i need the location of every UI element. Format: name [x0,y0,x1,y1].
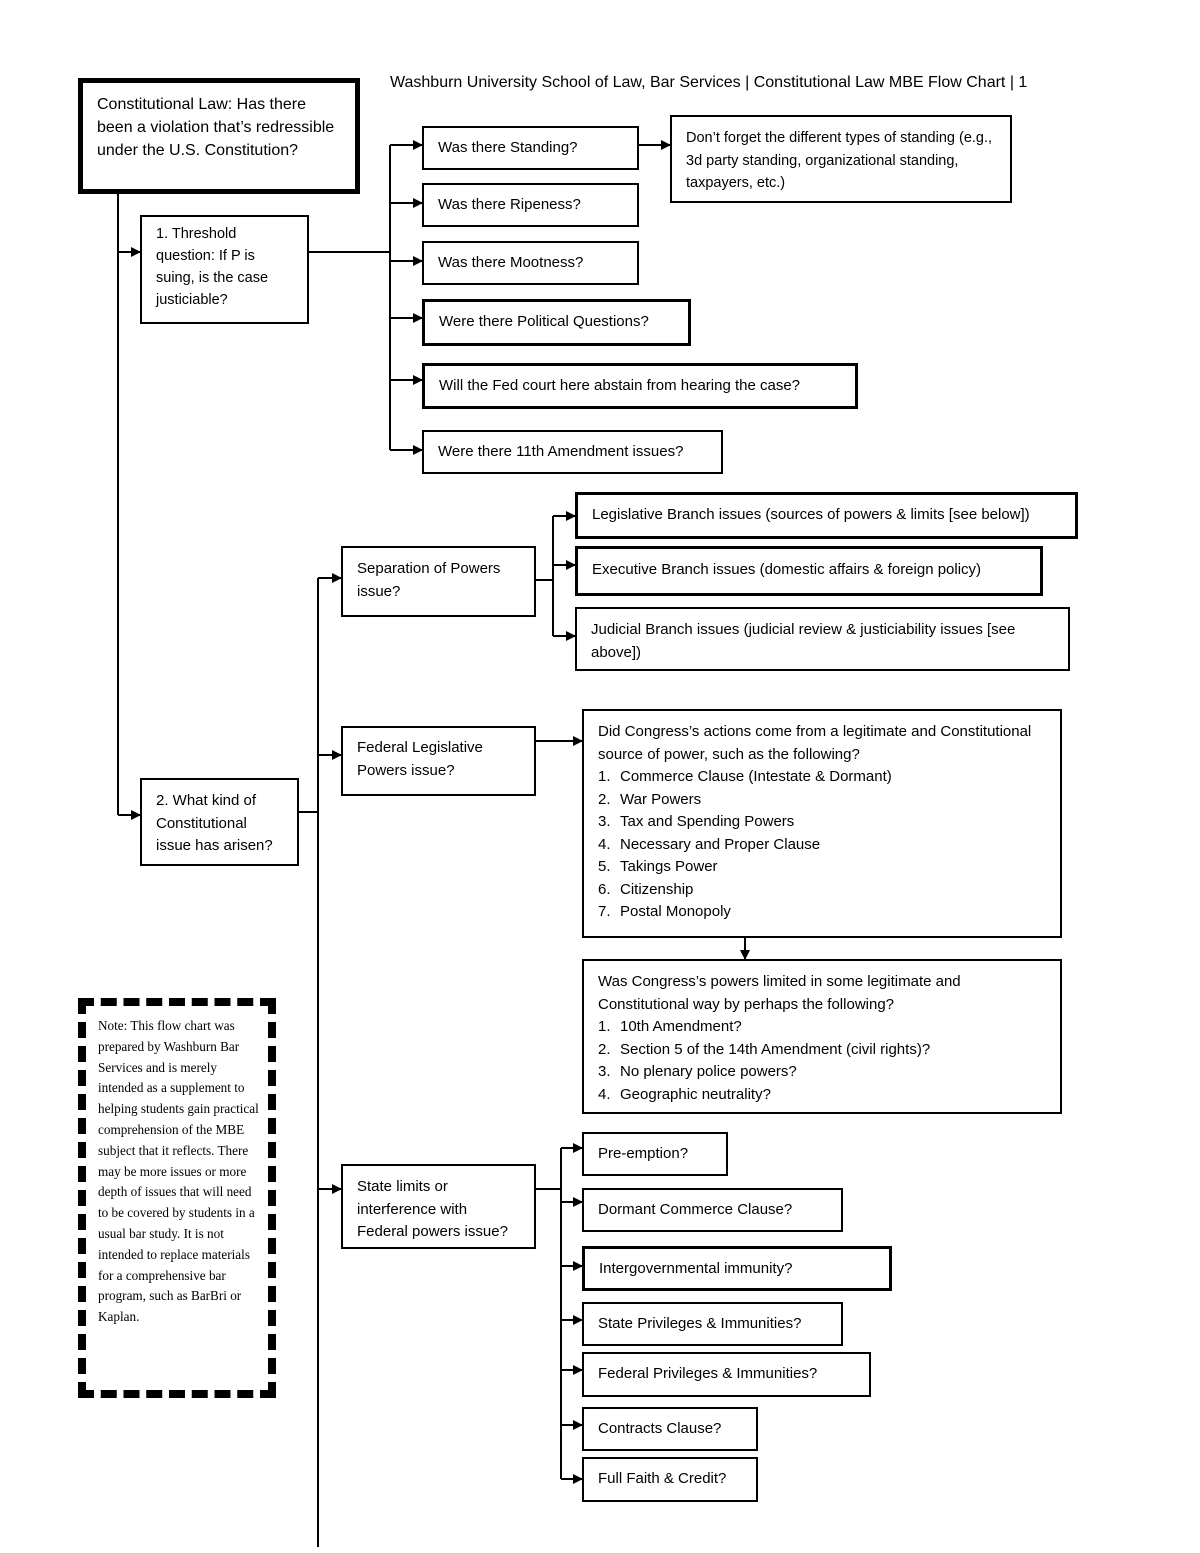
limits-list: 1.10th Amendment? 2.Section 5 of the 14t… [598,1016,1046,1106]
list-item: 4.Necessary and Proper Clause [598,835,821,853]
state-privileges-box: State Privileges & Immunities? [582,1302,843,1346]
sources-intro: Did Congress’s actions come from a legit… [598,723,1032,763]
standing-note-box: Don’t forget the different types of stan… [670,115,1012,203]
threshold-question-box: 1. Threshold question: If P is suing, is… [140,215,309,324]
disclaimer-note: Note: This flow chart was prepared by Wa… [78,998,276,1398]
judicial-branch-box: Judicial Branch issues (judicial review … [575,607,1070,671]
preemption-box: Pre-emption? [582,1132,728,1176]
list-item: 3.No plenary police powers? [598,1063,797,1080]
federal-legislative-box: Federal Legislative Powers issue? [341,726,536,796]
limits-intro: Was Congress’s powers limited in some le… [598,973,961,1013]
list-item: 7.Postal Monopoly [598,903,731,920]
federal-privileges-box: Federal Privileges & Immunities? [582,1352,871,1397]
dormant-commerce-box: Dormant Commerce Clause? [582,1188,843,1232]
list-item: 6.Citizenship [598,880,694,898]
list-item: 2.War Powers [598,790,702,808]
sources-list: 1.Commerce Clause (Intestate & Dormant) … [598,766,1046,924]
root-question-box: Constitutional Law: Has there been a vio… [78,78,360,194]
abstention-box: Will the Fed court here abstain from hea… [422,363,858,409]
full-faith-credit-box: Full Faith & Credit? [582,1457,758,1502]
list-item: 1.10th Amendment? [598,1018,742,1035]
political-questions-box: Were there Political Questions? [422,299,691,346]
separation-of-powers-box: Separation of Powers issue? [341,546,536,617]
eleventh-amendment-box: Were there 11th Amendment issues? [422,430,723,474]
contracts-clause-box: Contracts Clause? [582,1407,758,1451]
executive-branch-box: Executive Branch issues (domestic affair… [575,546,1043,596]
list-item: 4.Geographic neutrality? [598,1085,771,1103]
standing-box: Was there Standing? [422,126,639,170]
list-item: 2.Section 5 of the 14th Amendment (civil… [598,1040,931,1058]
state-limits-box: State limits or interference with Federa… [341,1164,536,1249]
list-item: 3.Tax and Spending Powers [598,813,795,830]
what-kind-question-box: 2. What kind of Constitutional issue has… [140,778,299,866]
list-item: 1.Commerce Clause (Intestate & Dormant) [598,768,892,785]
intergovernmental-immunity-box: Intergovernmental immunity? [582,1246,892,1291]
ripeness-box: Was there Ripeness? [422,183,639,227]
list-item: 5.Takings Power [598,858,718,875]
mootness-box: Was there Mootness? [422,241,639,285]
congress-sources-box: Did Congress’s actions come from a legit… [582,709,1062,938]
page-header: Washburn University School of Law, Bar S… [390,74,1028,91]
congress-limits-box: Was Congress’s powers limited in some le… [582,959,1062,1114]
legislative-branch-box: Legislative Branch issues (sources of po… [575,492,1078,539]
